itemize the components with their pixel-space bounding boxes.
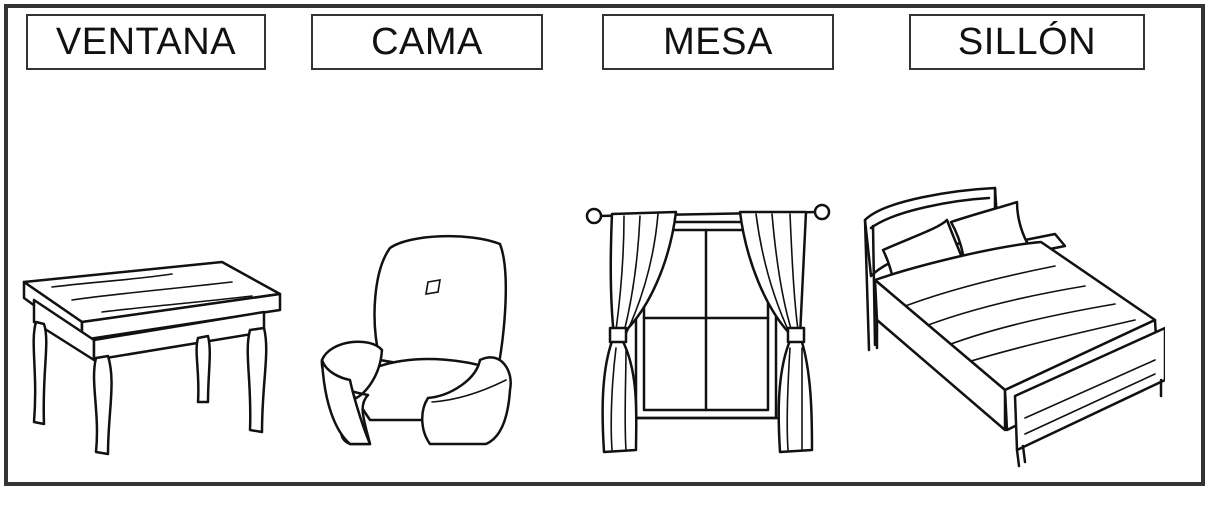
window-curtains-icon bbox=[585, 203, 831, 454]
word-card-mesa[interactable]: MESA bbox=[602, 14, 834, 70]
word-card-ventana[interactable]: VENTANA bbox=[26, 14, 266, 70]
armchair-icon bbox=[320, 234, 512, 446]
table-picture[interactable] bbox=[12, 252, 286, 462]
bed-icon bbox=[863, 186, 1165, 468]
table-icon bbox=[22, 260, 282, 456]
bed-picture[interactable] bbox=[855, 180, 1165, 468]
window-picture[interactable] bbox=[580, 200, 832, 458]
word-card-sillon[interactable]: SILLÓN bbox=[909, 14, 1145, 70]
armchair-picture[interactable] bbox=[310, 230, 515, 450]
word-card-cama[interactable]: CAMA bbox=[311, 14, 543, 70]
